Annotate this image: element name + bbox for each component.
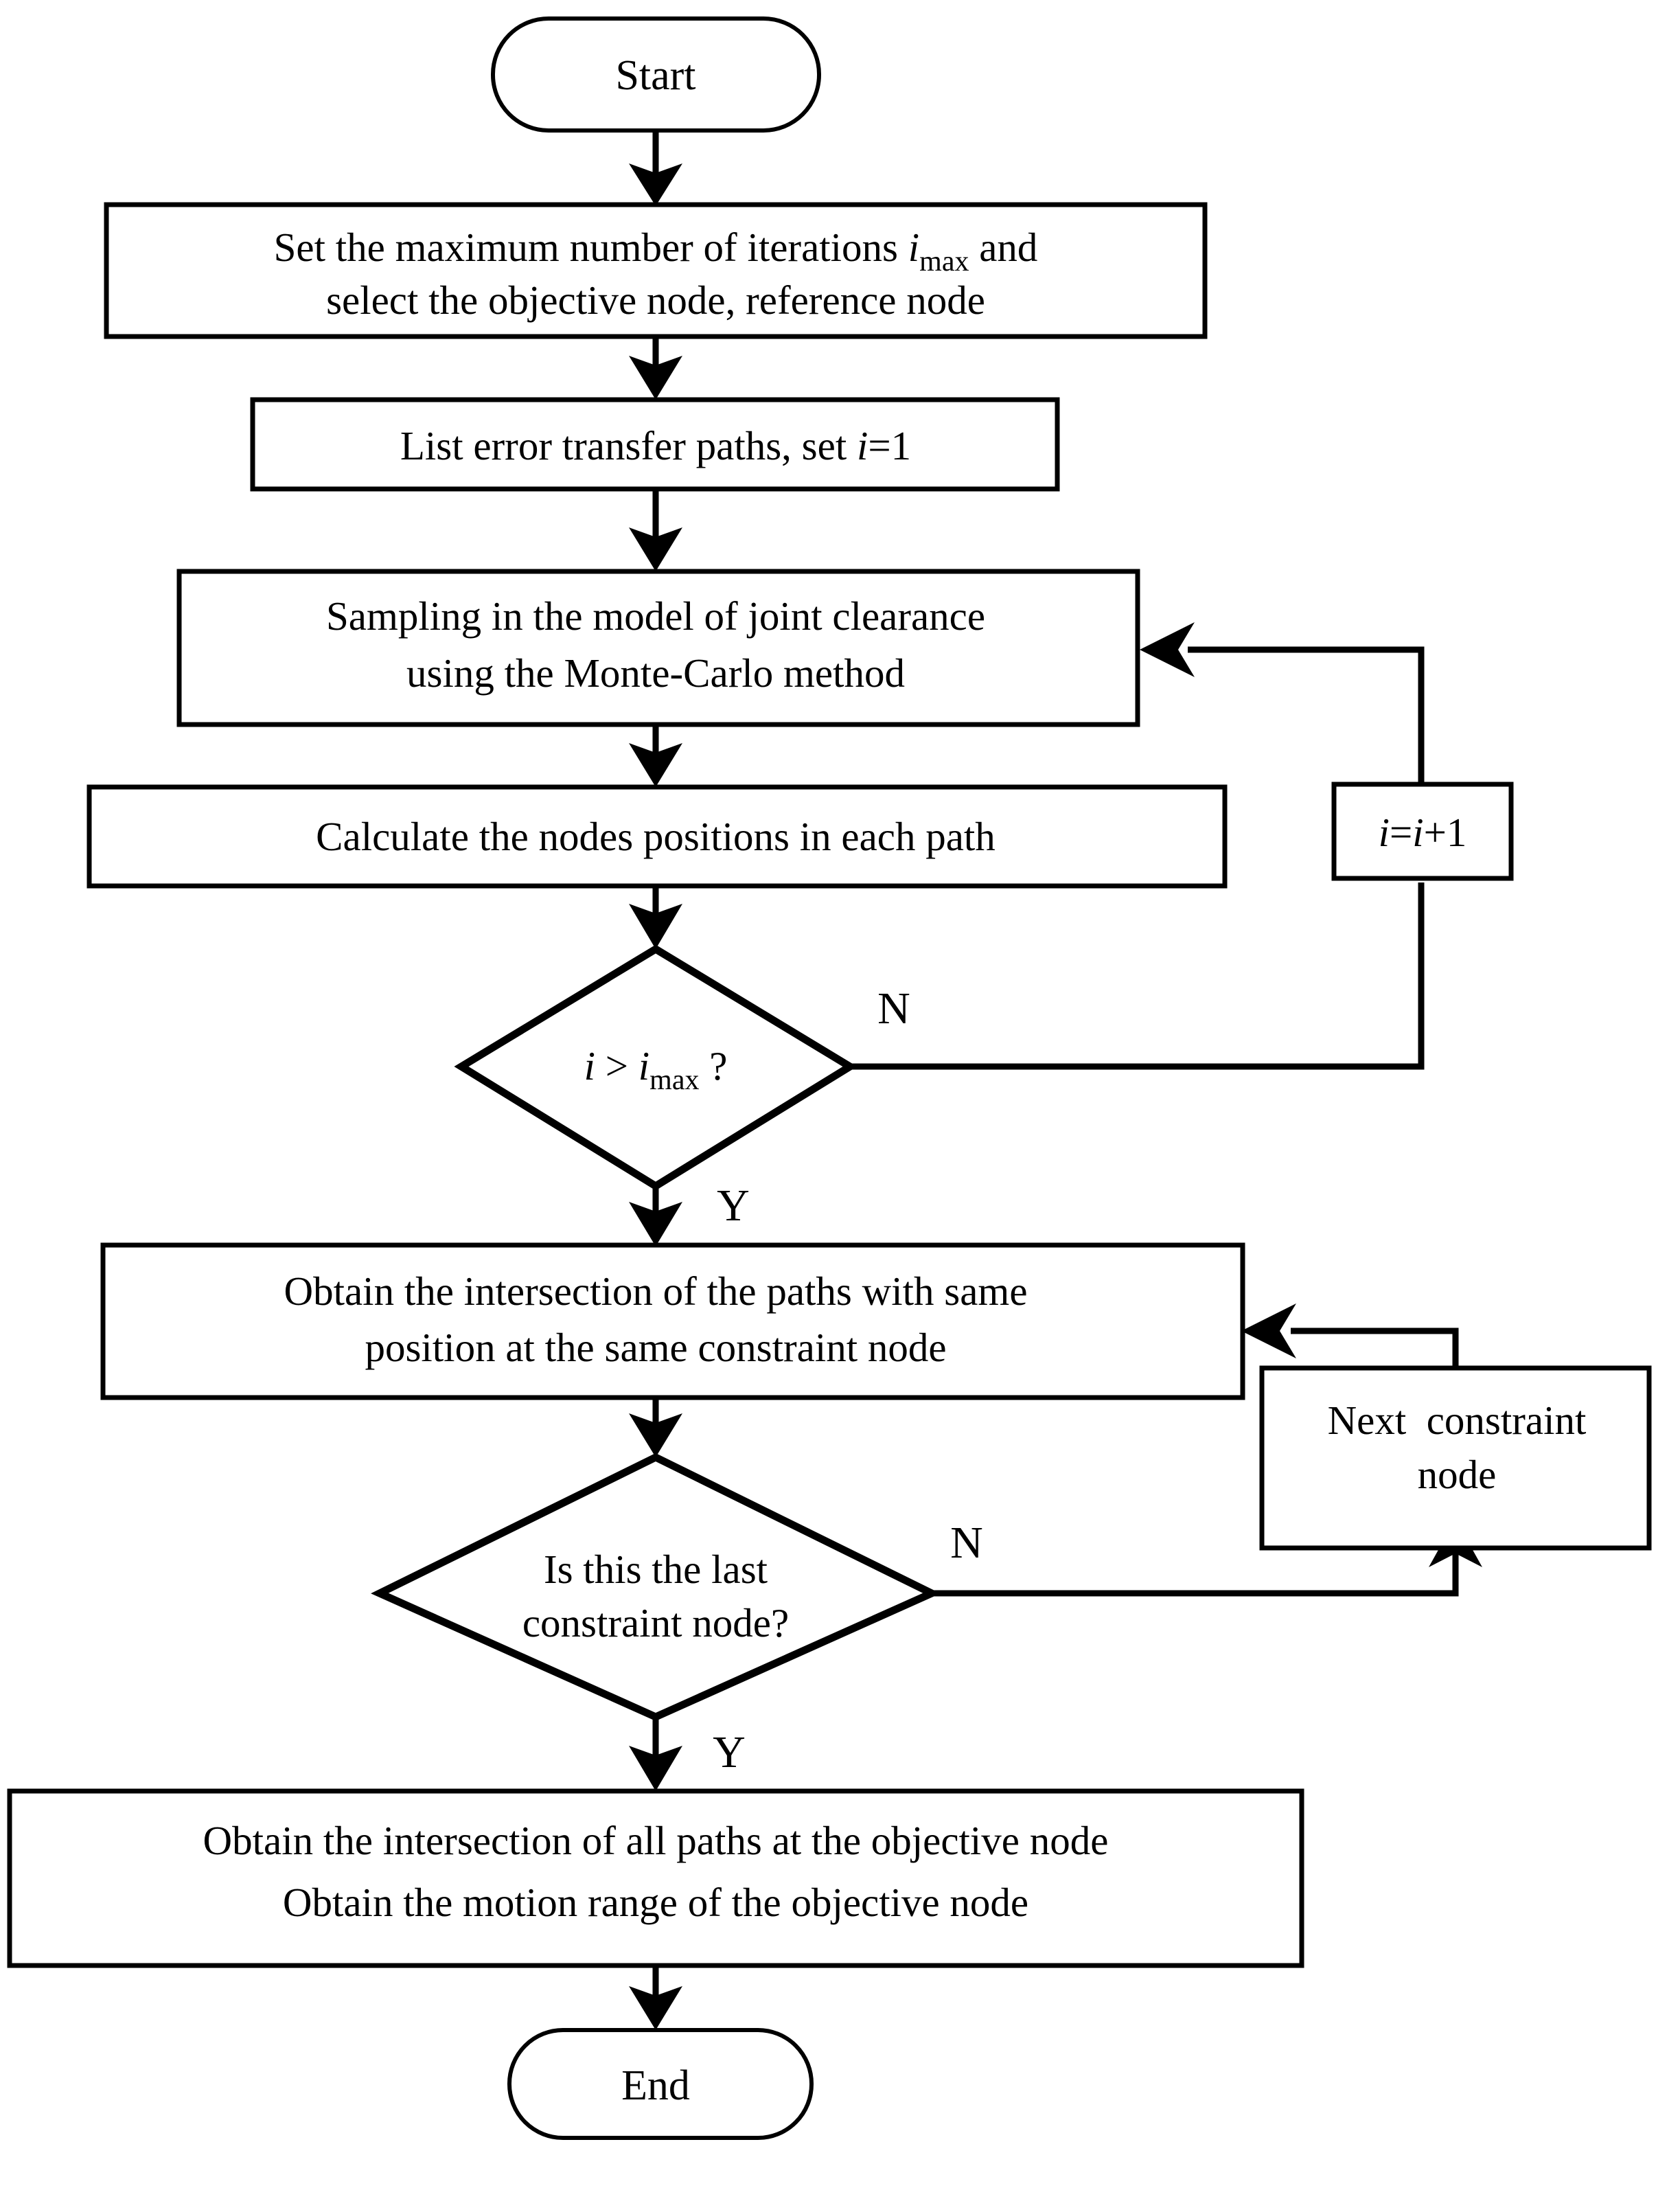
node-set-max-iterations-shape[interactable]	[104, 202, 1208, 339]
node-obtain-final-label-line2: Obtain the motion range of the objective…	[283, 1880, 1028, 1925]
branch-label-iter-no: N	[877, 983, 910, 1034]
connector-obtainfinal-to-end	[629, 1966, 682, 2030]
node-end-shape[interactable]	[507, 2028, 814, 2140]
node-next-constraint-label-line1: Next constraint	[1328, 1398, 1587, 1443]
node-decision-iter-shape[interactable]	[454, 944, 858, 1191]
node-sampling-shape[interactable]	[176, 569, 1140, 727]
node-obtain-final-label-line1: Obtain the intersection of all paths at …	[203, 1818, 1109, 1863]
node-calculate-positions-shape[interactable]	[87, 784, 1228, 889]
connector-setmax-to-listpaths	[629, 337, 682, 400]
node-list-paths-shape[interactable]	[250, 397, 1060, 492]
connector-obtain-to-decision-last	[629, 1398, 682, 1457]
branch-label-iter-yes: Y	[717, 1181, 750, 1231]
node-obtain-intersection-label-line1: Obtain the intersection of the paths wit…	[284, 1268, 1027, 1314]
connector-decision-iter-yes	[629, 1186, 682, 1246]
branch-label-last-node-yes: Y	[713, 1727, 746, 1777]
connector-calculate-to-decision-iter	[629, 886, 682, 949]
node-start-label: Start	[615, 52, 695, 99]
node-decision-last-label-line2: constraint node?	[522, 1600, 789, 1645]
node-decision-last-label-line1: Is this the last	[544, 1547, 768, 1592]
node-obtain-intersection-shape[interactable]	[100, 1242, 1245, 1400]
branch-label-last-node-no: N	[950, 1518, 983, 1568]
node-decision-iter-label: i > imax ?	[584, 1043, 728, 1096]
node-list-paths-label: List error transfer paths, set i=1	[400, 423, 911, 468]
node-next-constraint-shape[interactable]	[1259, 1365, 1652, 1551]
connector-listpaths-to-sampling	[629, 489, 682, 571]
node-obtain-final-shape[interactable]	[7, 1788, 1304, 1968]
node-increment-label: i=i+1	[1379, 810, 1467, 855]
connector-increment-to-sampling	[1140, 622, 1425, 784]
node-calculate-positions-label: Calculate the nodes positions in each pa…	[316, 814, 996, 859]
node-sampling-label-line1: Sampling in the model of joint clearance	[326, 593, 985, 639]
node-sampling-label-line2: using the Monte-Carlo method	[406, 650, 905, 696]
node-set-max-iterations-label-line2: select the objective node, reference nod…	[326, 277, 985, 323]
node-next-constraint-label-line2: node	[1418, 1452, 1497, 1497]
node-set-max-iterations-label-line1: Set the maximum number of iterations ima…	[274, 225, 1038, 277]
node-start-shape[interactable]	[491, 16, 821, 133]
node-decision-last-shape[interactable]	[371, 1452, 941, 1722]
connector-sampling-to-calculate	[629, 725, 682, 787]
node-obtain-intersection-label-line2: position at the same constraint node	[365, 1325, 946, 1370]
node-increment-shape[interactable]	[1331, 782, 1514, 881]
node-end-label: End	[621, 2062, 690, 2109]
connector-start-to-setmax	[629, 130, 682, 206]
connector-decision-last-yes	[629, 1717, 682, 1791]
connector-next-constraint-to-obtain	[1241, 1303, 1459, 1368]
